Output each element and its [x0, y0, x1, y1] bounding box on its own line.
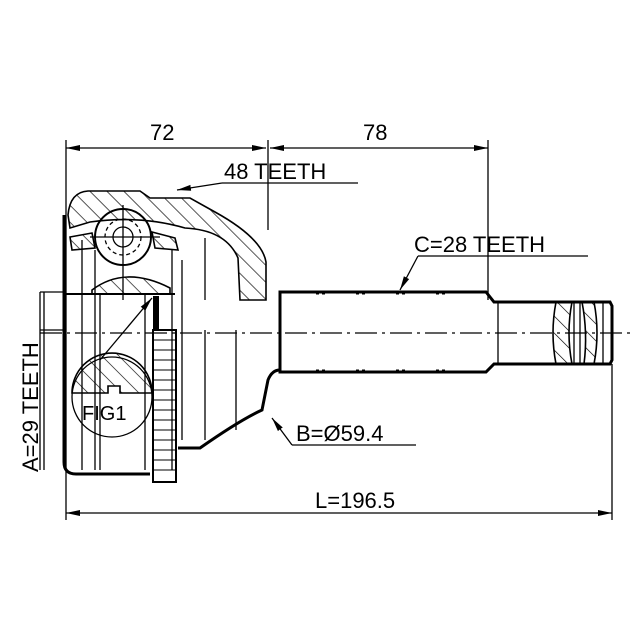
- overall-length-dimension: [66, 364, 613, 520]
- outer-spline-label: 48 TEETH: [224, 159, 326, 184]
- inner-spline-label: A=29 TEETH: [18, 342, 43, 472]
- seal-diameter-leader: [271, 417, 416, 446]
- shaft-spline-label: C=28 TEETH: [414, 232, 545, 257]
- seal-diameter-label: B=Ø59.4: [296, 421, 383, 446]
- abs-tone-ring: [152, 296, 177, 483]
- shaft-spline-leader: [399, 255, 588, 291]
- top-dimension-lines: [65, 140, 489, 520]
- stub-shaft: [278, 290, 614, 374]
- outer-spline-leader: [176, 182, 358, 191]
- fig1-label: FIG1: [82, 403, 126, 425]
- fig1-detail: [71, 297, 153, 438]
- dim-78-label: 78: [363, 120, 387, 145]
- dim-72-label: 72: [150, 120, 174, 145]
- overall-length-label: L=196.5: [315, 488, 395, 513]
